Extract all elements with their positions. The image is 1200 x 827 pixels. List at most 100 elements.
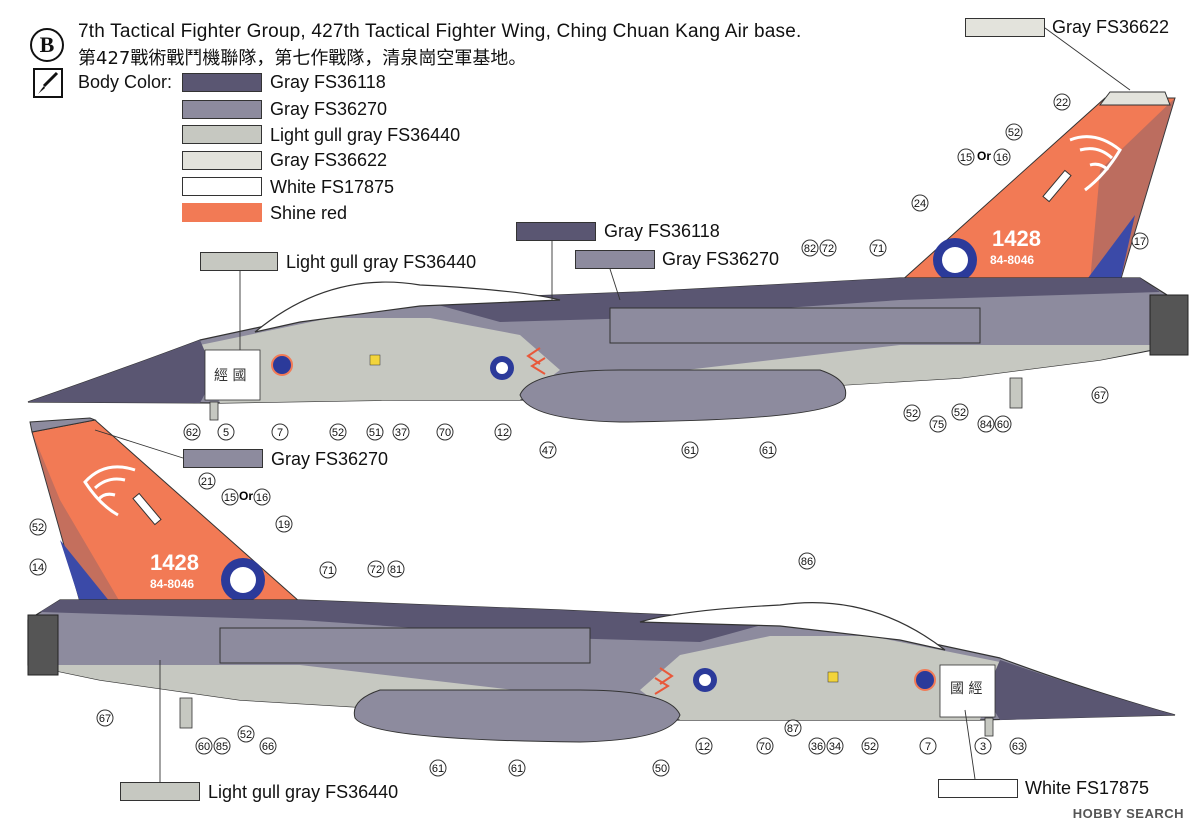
callout-circle	[367, 560, 385, 578]
callout-number: 61	[511, 763, 523, 775]
callout-circle	[29, 558, 47, 576]
callout-circle	[929, 415, 947, 433]
callout-label-gray-36270-top: Gray FS36270	[662, 249, 780, 269]
callout-number: 51	[369, 427, 381, 439]
swatch-label-white: White FS17875	[270, 177, 395, 197]
callout-number: 17	[1134, 236, 1146, 248]
callout-box-light-gull-bottom	[120, 782, 200, 801]
tail-number-top: 1428	[992, 226, 1041, 251]
callout-circle	[784, 719, 802, 737]
callout-number: 71	[872, 243, 884, 255]
callout-circle	[195, 737, 213, 755]
callout-circle	[1009, 737, 1027, 755]
callout-number: 87	[787, 723, 799, 735]
callout-circle	[387, 560, 405, 578]
callout-number: 52	[332, 427, 344, 439]
callout-number: 63	[1012, 741, 1024, 753]
callout-number: 81	[390, 564, 402, 576]
callout-circle	[798, 552, 816, 570]
callout-circle	[1053, 93, 1071, 111]
callout-number: 67	[99, 713, 111, 725]
tail-serial-bottom: 84-8046	[150, 577, 194, 591]
callout-number: 52	[32, 522, 44, 534]
callout-number: 67	[1094, 390, 1106, 402]
callout-number: 47	[542, 445, 554, 457]
swatch-label-gray-36270: Gray FS36270	[270, 99, 388, 119]
callout-label-gray-36118-top: Gray FS36118	[604, 221, 720, 241]
callout-number: 72	[370, 564, 382, 576]
callout-number: 22	[1056, 97, 1068, 109]
tail-number-bottom: 1428	[150, 550, 199, 575]
swatch-label-light-gull-gray: Light gull gray FS36440	[270, 125, 461, 145]
callout-box-white-bottom	[938, 779, 1018, 798]
callout-circle	[977, 415, 995, 433]
callout-number: 84	[980, 419, 992, 431]
callout-number: 3	[980, 741, 986, 753]
callout-number: 72	[822, 243, 834, 255]
callout-circle	[756, 737, 774, 755]
callout-circle	[919, 737, 937, 755]
aircraft-top-profile: 1428 84-8046 經 國	[27, 91, 1189, 423]
callout-label-gray-36622: Gray FS36622	[1052, 17, 1170, 37]
decal-option-subtitle: 第427戰術戰鬥機聯隊，第七作戰隊，清泉崗空軍基地。	[78, 48, 527, 69]
callout-circle	[329, 423, 347, 441]
callout-number: 16	[996, 152, 1008, 164]
eagle-emblem	[1069, 135, 1122, 192]
decal-option-title: 7th Tactical Fighter Group, 427th Tactic…	[78, 21, 802, 42]
callout-circle	[681, 441, 699, 459]
callout-number: 15	[224, 492, 236, 504]
callout-circle	[994, 415, 1012, 433]
swatch-white	[182, 177, 262, 196]
callout-circle	[1091, 386, 1109, 404]
callout-box-light-gull-top	[200, 252, 278, 271]
callout-circle	[819, 239, 837, 257]
callout-number: 12	[698, 741, 710, 753]
callout-box-gray-36622	[965, 18, 1045, 37]
callout-circle	[539, 441, 557, 459]
option-badge: B	[30, 28, 64, 62]
watermark: HOBBY SEARCH	[1072, 806, 1184, 821]
callout-circle	[861, 737, 879, 755]
leader-lines	[94, 27, 1131, 782]
callout-number: 7	[277, 427, 283, 439]
swatch-label-gray-36118: Gray FS36118	[270, 72, 386, 92]
callout-circle	[319, 561, 337, 579]
callout-circle	[759, 441, 777, 459]
callout-number: 50	[655, 763, 667, 775]
callout-circle	[801, 239, 819, 257]
callout-circle	[826, 737, 844, 755]
callout-number: 24	[914, 198, 926, 210]
callout-circle	[652, 759, 670, 777]
callout-number: 62	[186, 427, 198, 439]
callout-circle	[392, 423, 410, 441]
callout-label-light-gull-top: Light gull gray FS36440	[286, 252, 477, 272]
callout-circle	[198, 472, 216, 490]
callout-number: 85	[216, 741, 228, 753]
callout-box-gray-36270-top	[575, 250, 655, 269]
callout-circle	[903, 404, 921, 422]
callout-number: 52	[906, 408, 918, 420]
swatch-gray-36118	[182, 73, 262, 92]
nose-characters-top: 經 國	[214, 368, 246, 384]
swatch-label-shine-red: Shine red	[270, 203, 348, 223]
callout-circle	[275, 515, 293, 533]
tail-serial-top: 84-8046	[990, 253, 1034, 267]
callout-circle	[508, 759, 526, 777]
callout-number: 60	[997, 419, 1009, 431]
callout-number: 16	[256, 492, 268, 504]
callout-circle	[951, 403, 969, 421]
callout-number: 21	[201, 476, 213, 488]
callout-number: 66	[262, 741, 274, 753]
callout-number: 37	[395, 427, 407, 439]
callout-number: 70	[439, 427, 451, 439]
callout-number: 86	[801, 556, 813, 568]
callout-circle	[221, 488, 239, 506]
callout-circle	[29, 518, 47, 536]
callout-box-gray-36270-bottom	[183, 449, 263, 468]
callout-circle	[695, 737, 713, 755]
callout-number: 52	[954, 407, 966, 419]
callout-number: 82	[804, 243, 816, 255]
callout-number: 36	[811, 741, 823, 753]
callout-circle	[1131, 232, 1149, 250]
